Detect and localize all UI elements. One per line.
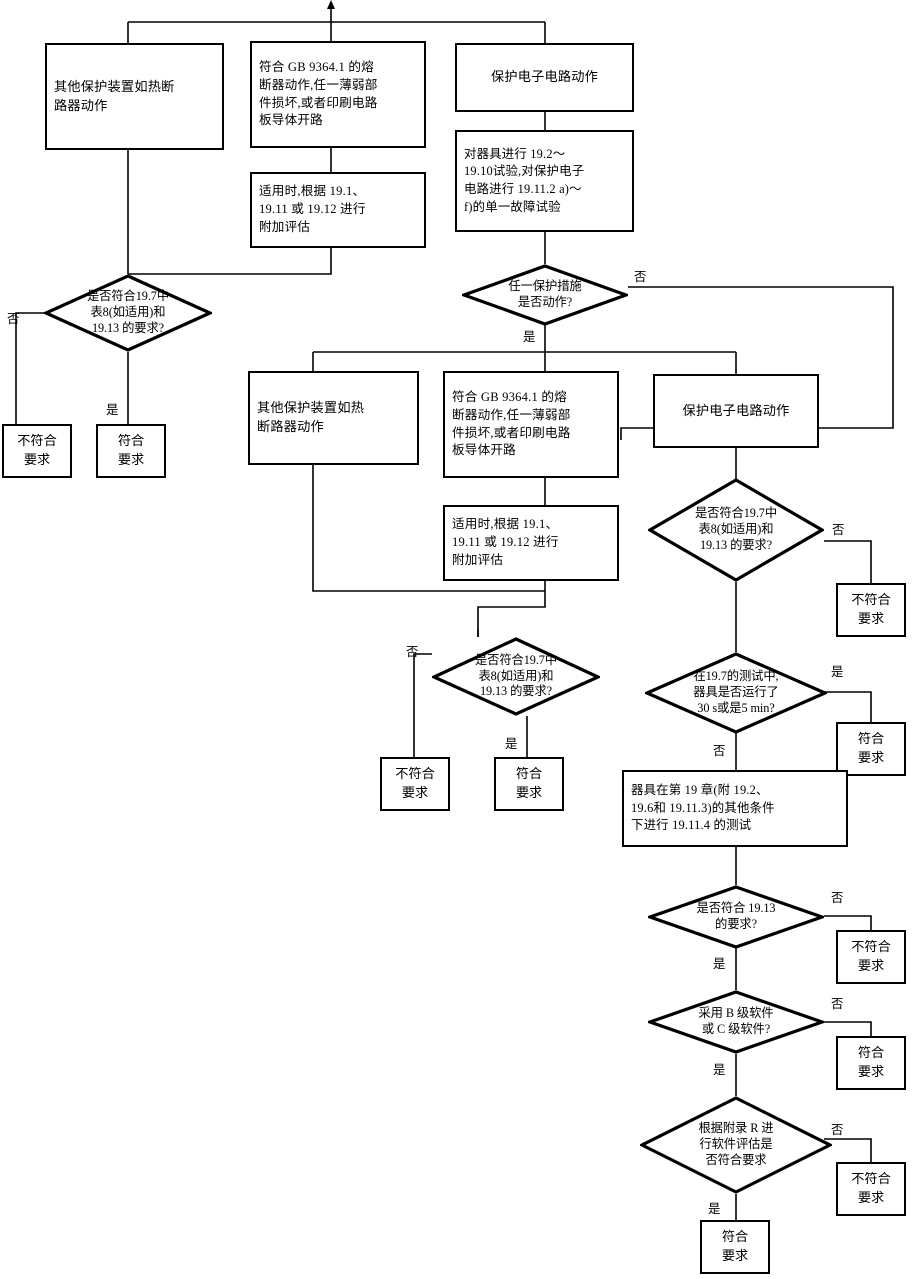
result-fail-4-label: 不符合 要求 — [851, 939, 891, 973]
box-other-protective-device-top: 其他保护装置如热断 路器动作 — [45, 43, 224, 150]
box-fuse-operation-mid-label: 符合 GB 9364.1 的熔 断器动作,任一薄弱部 件损坏,或者印刷电路 板导… — [452, 389, 571, 458]
edge-label-yes-mid-left: 是 — [505, 737, 518, 751]
result-fail-1-label: 不符合 要求 — [17, 433, 57, 467]
box-other-protective-device-mid-label: 其他保护装置如热 断路器动作 — [257, 400, 365, 434]
decision-conform-19-13-label: 是否符合 19.13 的要求? — [696, 901, 776, 931]
box-additional-assessment-top: 适用时,根据 19.1、 19.11 或 19.12 进行 附加评估 — [250, 172, 426, 248]
box-protective-electronic-circuit-top-label: 保护电子电路动作 — [490, 69, 599, 85]
diamond-shape — [648, 990, 824, 1054]
decision-conform-19-13: 是否符合 19.13 的要求? — [648, 885, 824, 949]
result-pass-1: 符合 要求 — [96, 424, 166, 478]
box-chapter-19-conditions-test-label: 器具在第 19 章(附 19.2、 19.6和 19.11.3)的其他条件 下进… — [631, 783, 775, 833]
decision-table8-19-13-mid-right-label: 是否符合19.7中 表8(如适用)和 19.13 的要求? — [694, 506, 778, 552]
diamond-shape — [648, 885, 824, 949]
edge-label-yes-left-top: 是 — [106, 403, 119, 417]
result-fail-5: 不符合 要求 — [836, 1162, 906, 1216]
box-additional-assessment-mid: 适用时,根据 19.1、 19.11 或 19.12 进行 附加评估 — [443, 505, 619, 581]
edge-label-no-19-13: 否 — [831, 891, 844, 905]
decision-table8-19-13-mid-right: 是否符合19.7中 表8(如适用)和 19.13 的要求? — [648, 478, 824, 582]
edge-label-yes-annex-r: 是 — [708, 1202, 721, 1216]
box-protective-electronic-circuit-mid: 保护电子电路动作 — [653, 374, 819, 448]
decision-run-time-30s-5min: 在19.7的测试中, 器具是否运行了 30 s或是5 min? — [645, 652, 827, 734]
result-pass-2-label: 符合 要求 — [515, 766, 543, 800]
box-chapter-19-conditions-test: 器具在第 19 章(附 19.2、 19.6和 19.11.3)的其他条件 下进… — [622, 770, 848, 847]
result-pass-1-label: 符合 要求 — [117, 433, 145, 467]
box-other-protective-device-mid: 其他保护装置如热 断路器动作 — [248, 371, 419, 465]
decision-table8-19-13-mid-left-label: 是否符合19.7中 表8(如适用)和 19.13 的要求? — [474, 652, 558, 699]
result-pass-5-label: 符合 要求 — [721, 1229, 749, 1263]
result-pass-3: 符合 要求 — [836, 722, 906, 776]
edge-label-no-annex-r: 否 — [831, 1123, 844, 1137]
decision-any-protection-operates-label: 任一保护措施 是否动作? — [508, 279, 582, 309]
result-pass-3-label: 符合 要求 — [857, 731, 885, 765]
result-fail-2-label: 不符合 要求 — [851, 592, 891, 626]
edge-label-no-left-top: 否 — [7, 312, 20, 326]
decision-any-protection-operates: 任一保护措施 是否动作? — [462, 264, 628, 326]
box-protective-electronic-circuit-mid-label: 保护电子电路动作 — [682, 402, 790, 418]
decision-annex-r-software-evaluation: 根据附录 R 进 行软件评估是 否符合要求 — [640, 1096, 832, 1194]
diamond-shape — [462, 264, 628, 326]
result-pass-4: 符合 要求 — [836, 1036, 906, 1090]
box-fuse-operation-top-label: 符合 GB 9364.1 的熔 断器动作,任一薄弱部 件损坏,或者印刷电路 板导… — [259, 59, 378, 128]
decision-table8-19-13-top: 是否符合19.7中 表8(如适用)和 19.13 的要求? — [44, 274, 212, 352]
result-fail-1: 不符合 要求 — [2, 424, 72, 478]
result-fail-3: 不符合 要求 — [380, 757, 450, 811]
box-protective-electronic-circuit-top: 保护电子电路动作 — [455, 43, 634, 112]
edge-label-yes-any-protection: 是 — [523, 330, 536, 344]
diamond-shape — [44, 274, 212, 352]
decision-table8-19-13-mid-left: 是否符合19.7中 表8(如适用)和 19.13 的要求? — [432, 637, 600, 716]
result-pass-2: 符合 要求 — [494, 757, 564, 811]
edge-label-no-run-time: 否 — [713, 744, 726, 758]
result-pass-5: 符合 要求 — [700, 1220, 770, 1274]
box-additional-assessment-top-label: 适用时,根据 19.1、 19.11 或 19.12 进行 附加评估 — [259, 184, 366, 234]
edge-label-no-mid-left: 否 — [406, 645, 419, 659]
edge-label-yes-software-class: 是 — [713, 1063, 726, 1077]
decision-annex-r-software-evaluation-label: 根据附录 R 进 行软件评估是 否符合要求 — [698, 1121, 774, 1167]
diamond-shape — [645, 652, 827, 734]
edge-label-no-software-class: 否 — [831, 997, 844, 1011]
decision-table8-19-13-top-label: 是否符合19.7中 表8(如适用)和 19.13 的要求? — [86, 289, 170, 335]
decision-run-time-30s-5min-label: 在19.7的测试中, 器具是否运行了 30 s或是5 min? — [693, 669, 779, 715]
edge-label-no-mid-right: 否 — [832, 523, 845, 537]
result-fail-3-label: 不符合 要求 — [395, 766, 435, 800]
decision-software-class-b-or-c-label: 采用 B 级软件 或 C 级软件? — [698, 1006, 774, 1036]
box-other-protective-device-top-label: 其他保护装置如热断 路器动作 — [54, 78, 175, 113]
diamond-shape — [640, 1096, 832, 1194]
box-additional-assessment-mid-label: 适用时,根据 19.1、 19.11 或 19.12 进行 附加评估 — [452, 517, 559, 567]
result-pass-4-label: 符合 要求 — [857, 1045, 885, 1079]
diamond-shape — [648, 478, 824, 582]
result-fail-4: 不符合 要求 — [836, 930, 906, 984]
box-fuse-operation-mid: 符合 GB 9364.1 的熔 断器动作,任一薄弱部 件损坏,或者印刷电路 板导… — [443, 371, 619, 478]
edge-label-yes-run-time: 是 — [831, 665, 844, 679]
result-fail-5-label: 不符合 要求 — [851, 1171, 891, 1205]
box-appliance-tests-19-2-label: 对器具进行 19.2～ 19.10试验,对保护电子 电路进行 19.11.2 a… — [464, 146, 585, 214]
edge-label-no-any-protection: 否 — [634, 270, 647, 284]
decision-software-class-b-or-c: 采用 B 级软件 或 C 级软件? — [648, 990, 824, 1054]
diamond-shape — [432, 637, 600, 716]
edge-label-yes-19-13: 是 — [713, 957, 726, 971]
result-fail-2: 不符合 要求 — [836, 583, 906, 637]
box-fuse-operation-top: 符合 GB 9364.1 的熔 断器动作,任一薄弱部 件损坏,或者印刷电路 板导… — [250, 41, 426, 148]
box-appliance-tests-19-2: 对器具进行 19.2～ 19.10试验,对保护电子 电路进行 19.11.2 a… — [455, 130, 634, 232]
